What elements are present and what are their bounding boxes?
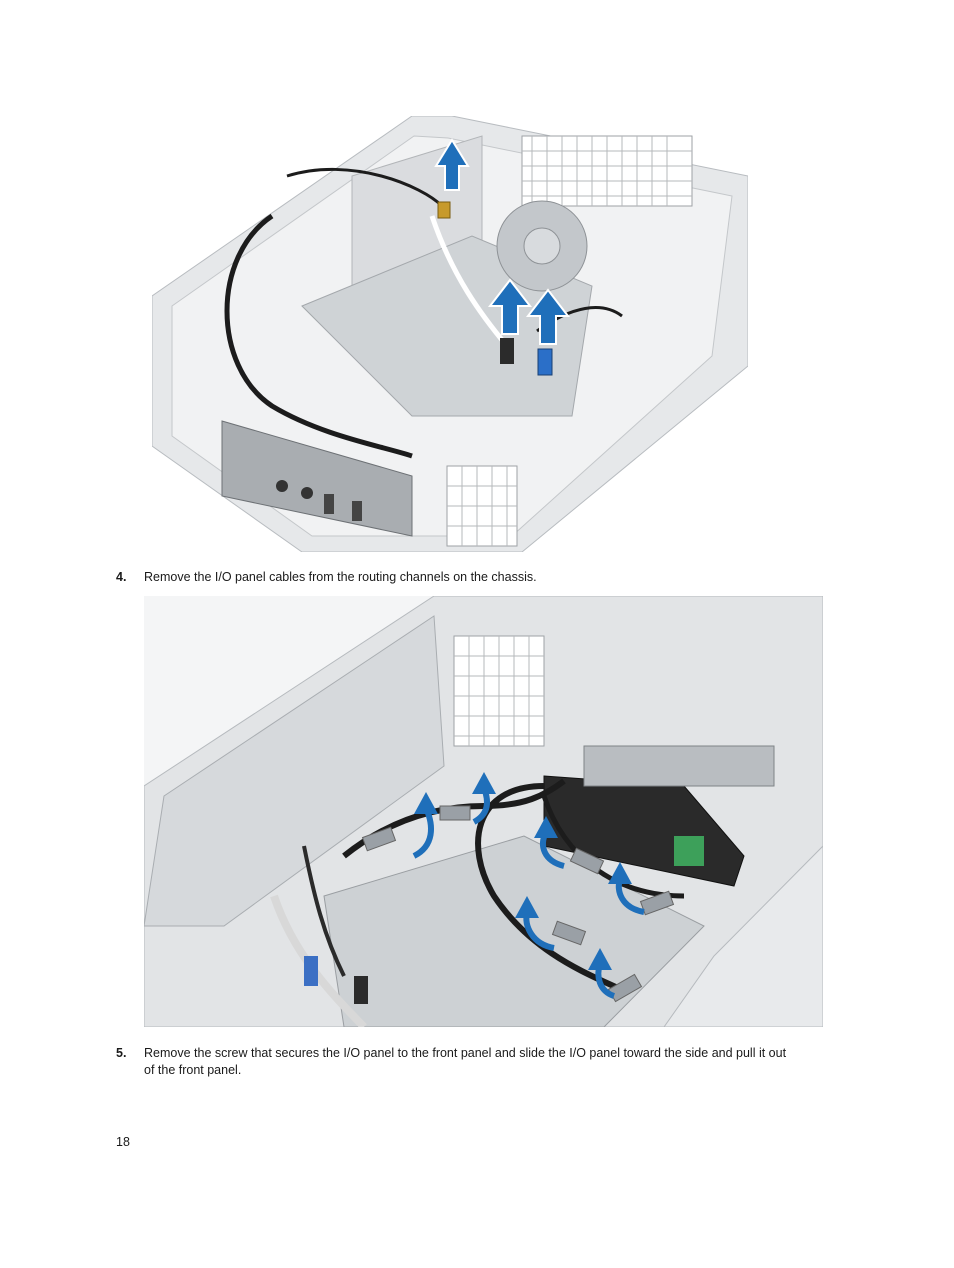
chassis-illustration <box>152 116 748 552</box>
figure-io-cables-lift <box>152 116 748 552</box>
curved-arrow-icon <box>515 896 555 951</box>
curved-arrow-icon <box>412 792 438 859</box>
page-number: 18 <box>116 1135 130 1149</box>
lift-arrow-icon <box>487 278 533 335</box>
lift-arrow-icon <box>525 288 571 345</box>
step-number: 5. <box>116 1046 127 1060</box>
curved-arrow-icon <box>472 772 496 825</box>
curved-arrow-icon <box>534 816 565 869</box>
step-text: Remove the screw that secures the I/O pa… <box>144 1046 787 1077</box>
step-text: Remove the I/O panel cables from the rou… <box>144 570 537 584</box>
figure-routing-channels <box>144 596 823 1027</box>
curved-arrow-icon <box>608 862 645 915</box>
step-number: 4. <box>116 570 127 584</box>
curved-arrow-icon <box>588 948 616 999</box>
lift-arrow-icon <box>434 138 470 191</box>
